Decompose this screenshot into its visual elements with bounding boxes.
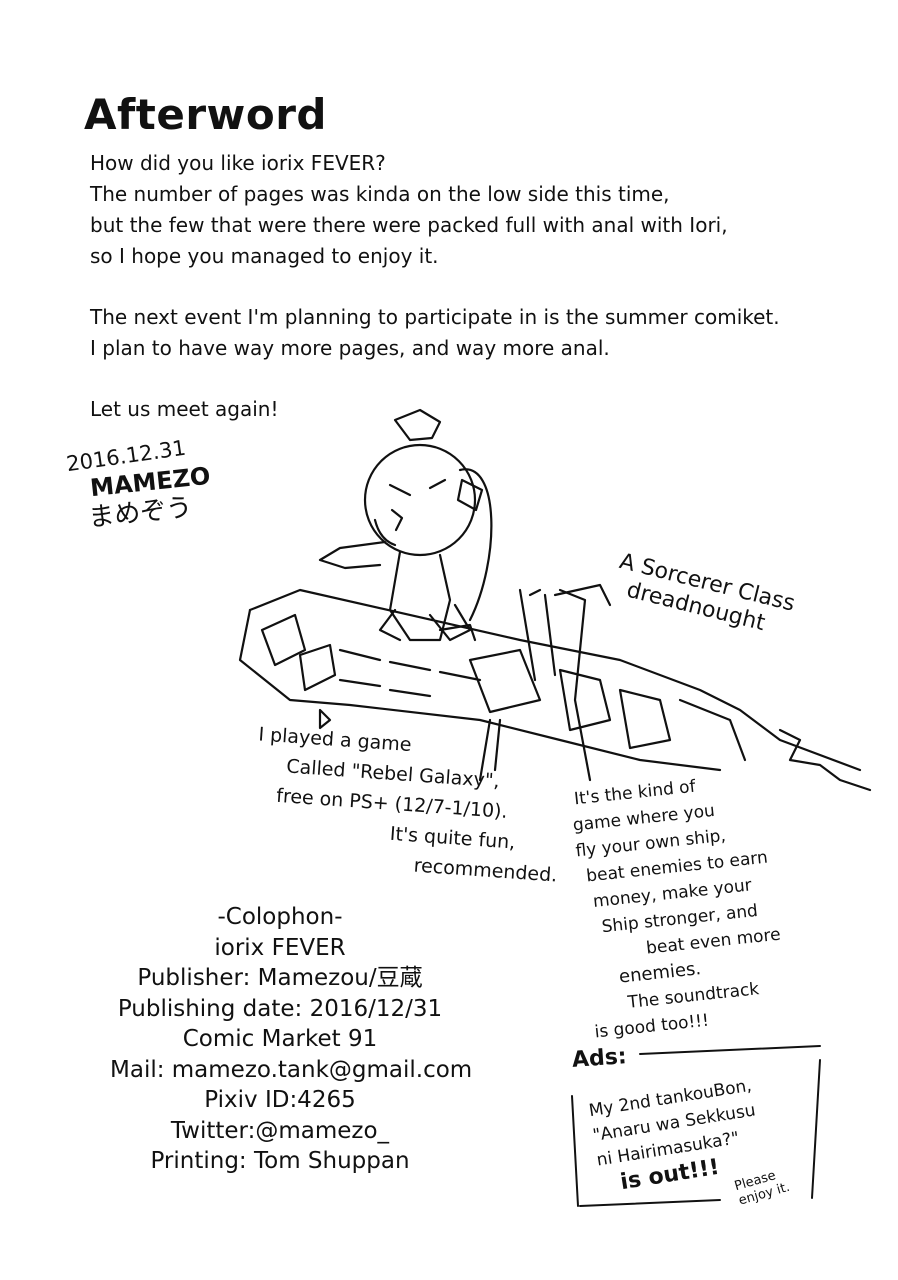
intro-line: The number of pages was kinda on the low… <box>90 182 670 206</box>
colophon-pixiv: Pixiv ID:4265 <box>204 1087 356 1113</box>
colophon-heading: -Colophon- <box>217 904 343 930</box>
intro-line: How did you like iorix FEVER? <box>90 151 386 175</box>
colophon: -Colophon- iorix FEVER Publisher: Mamezo… <box>110 902 473 1177</box>
ads-title: Ads: <box>571 1044 628 1073</box>
intro-line: so I hope you managed to enjoy it. <box>90 244 439 268</box>
intro-line: I plan to have way more pages, and way m… <box>90 336 610 360</box>
intro-line: Let us meet again! <box>90 397 279 421</box>
colophon-work: iorix FEVER <box>214 934 346 961</box>
colophon-date: Publishing date: 2016/12/31 <box>117 995 443 1022</box>
colophon-publisher: Publisher: Mamezou/豆蔵 <box>137 965 423 991</box>
colophon-printing: Printing: Tom Shuppan <box>150 1148 410 1174</box>
afterword-text: How did you like iorix FEVER? The number… <box>90 148 780 425</box>
intro-line: The next event I'm planning to participa… <box>90 305 780 329</box>
colophon-twitter: Twitter:@mamezo_ <box>170 1117 390 1144</box>
ads-box: Ads: My 2nd tankouBon, "Anaru wa Sekkusu… <box>568 1044 828 1216</box>
game-description-note: It's the kind of game where you fly your… <box>569 767 790 1046</box>
game-recommendation-note: I played a game Called "Rebel Galaxy", f… <box>249 719 566 890</box>
intro-line: but the few that were there were packed … <box>90 213 728 237</box>
page-title: Afterword <box>84 90 327 139</box>
colophon-event: Comic Market 91 <box>182 1026 378 1052</box>
colophon-mail: Mail: mamezo.tank@gmail.com <box>110 1056 473 1083</box>
